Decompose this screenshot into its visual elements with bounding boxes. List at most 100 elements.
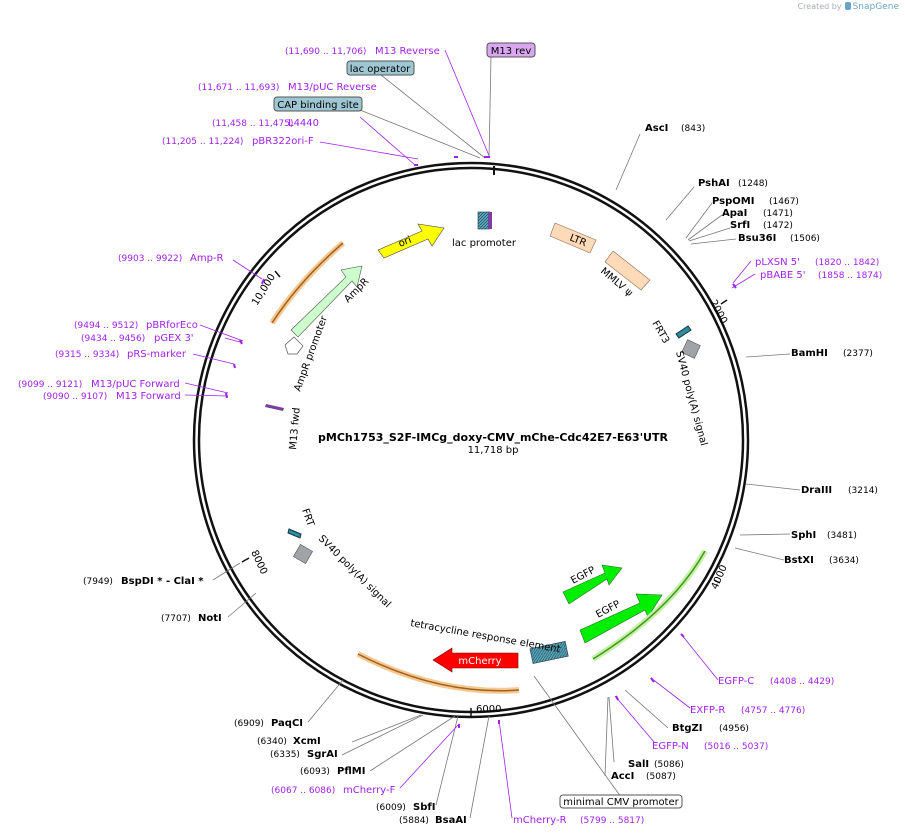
site-sphI: SphI	[791, 530, 816, 541]
svg-text:(7707): (7707)	[161, 614, 191, 624]
site-bsu36I: Bsu36I	[738, 233, 776, 244]
ori-feature	[377, 223, 445, 259]
site-bamHI: BamHI	[791, 348, 828, 359]
mcherry-feature	[432, 647, 519, 673]
svg-text:(5884): (5884)	[399, 816, 429, 826]
m13-fwd-label: M13 fwd	[288, 407, 303, 450]
sv40-polya-right-label: SV40 poly(A) signal	[673, 350, 709, 447]
svg-text:(1820 .. 1842): (1820 .. 1842)	[815, 258, 879, 268]
svg-text:(1471): (1471)	[763, 209, 793, 219]
primer-pbabe-5: pBABE 5'	[760, 270, 806, 281]
svg-text:(7949): (7949)	[83, 577, 113, 587]
primer-labels: M13 Reverse(11,690 .. 11,706) M13/pUC Re…	[18, 46, 882, 826]
svg-text:(11,458 .. 11,475): (11,458 .. 11,475)	[212, 119, 293, 129]
site-ascI: AscI	[645, 123, 668, 134]
svg-text:(11,671 .. 11,693): (11,671 .. 11,693)	[198, 83, 279, 93]
svg-text:(4757 .. 4776): (4757 .. 4776)	[741, 706, 805, 716]
svg-text:6000: 6000	[476, 704, 501, 715]
svg-text:(1472): (1472)	[763, 221, 793, 231]
backbone-outer	[192, 161, 750, 719]
primer-leaders	[184, 49, 756, 819]
svg-text:(6093): (6093)	[300, 767, 330, 777]
svg-text:lac operator: lac operator	[350, 64, 411, 75]
mcherry-label: mCherry	[458, 656, 501, 667]
svg-text:CAP binding site: CAP binding site	[277, 100, 359, 111]
site-apaI: ApaI	[722, 208, 747, 219]
primer-marks	[225, 156, 737, 728]
mmlv-psi-feature	[604, 250, 651, 291]
m13rev-mark	[488, 212, 492, 229]
primer-pgex-3: pGEX 3'	[154, 333, 194, 344]
primer-prs-marker: pRS-marker	[127, 349, 187, 360]
minimal-cmv-promoter-box: minimal CMV promoter	[559, 794, 683, 809]
ltr-feature	[549, 222, 597, 254]
svg-text:(9090 .. 9107): (9090 .. 9107)	[43, 392, 107, 402]
svg-text:(5016 .. 5037): (5016 .. 5037)	[704, 742, 768, 752]
site-bspDI-claI: BspDI * - ClaI *	[121, 576, 204, 587]
primer-m13puc-forward: M13/pUC Forward	[91, 379, 180, 390]
cap-binding-site-box: CAP binding site	[273, 96, 363, 112]
credit-text: Created by	[797, 2, 842, 11]
svg-text:(5799 .. 5817): (5799 .. 5817)	[580, 816, 644, 826]
site-notI: NotI	[198, 613, 222, 624]
svg-text:(1506): (1506)	[790, 234, 820, 244]
ori-label: ori	[397, 235, 413, 250]
ampr-promoter-feature	[284, 336, 304, 355]
plasmid-name: pMCh1753_S2F-IMCg_doxy-CMV_mChe-Cdc42E7-…	[318, 431, 668, 444]
site-bstXI: BstXI	[784, 555, 814, 566]
svg-text:(1858 .. 1874): (1858 .. 1874)	[818, 271, 882, 281]
tick-4000: 4000	[710, 563, 730, 591]
tick-8000: 8000	[241, 549, 269, 577]
right-site-labels: AscI(843) PshAI(1248) PspOMI(1467) ApaI(…	[611, 123, 878, 782]
ampr-feature	[290, 265, 363, 338]
site-pflMI: PflMI	[337, 766, 365, 777]
svg-text:M13 rev: M13 rev	[491, 46, 532, 57]
primer-egfp-n: EGFP-N	[652, 741, 689, 752]
sv40-polya-right-feature	[681, 339, 701, 359]
right-site-leaders	[604, 133, 801, 777]
svg-text:(3481): (3481)	[827, 531, 857, 541]
frt-label: FRT	[299, 507, 316, 529]
site-paqCI: PaqCI	[271, 718, 303, 729]
svg-text:4000: 4000	[710, 563, 730, 591]
left-site-labels: BspDI * - ClaI * (7949) NotI (7707) PaqCI (…	[83, 576, 467, 826]
svg-text:(9099 .. 9121): (9099 .. 9121)	[18, 380, 82, 390]
svg-text:(3214): (3214)	[848, 486, 878, 496]
svg-text:(1248): (1248)	[738, 179, 768, 189]
svg-text:(6067 .. 6086): (6067 .. 6086)	[271, 786, 335, 796]
svg-text:(6340): (6340)	[257, 737, 287, 747]
tre-feature	[529, 641, 569, 664]
site-pshAI: PshAI	[698, 178, 730, 189]
frt3-feature	[675, 325, 692, 339]
svg-text:(11,205 .. 11,224): (11,205 .. 11,224)	[162, 137, 243, 147]
svg-text:8000: 8000	[248, 549, 269, 577]
orf-arc-left	[269, 240, 345, 325]
site-salI: SalI	[628, 759, 649, 770]
svg-text:(9494 .. 9512): (9494 .. 9512)	[74, 321, 138, 331]
orf-arc-right-line	[592, 550, 706, 660]
svg-text:(5086): (5086)	[654, 760, 684, 770]
svg-text:(5087): (5087)	[646, 772, 676, 782]
site-srfI: SrfI	[730, 220, 750, 231]
svg-text:(3634): (3634)	[829, 556, 859, 566]
site-xcmI: XcmI	[293, 736, 321, 747]
svg-text:(9903 .. 9922): (9903 .. 9922)	[118, 254, 182, 264]
primer-amp-r: Amp-R	[190, 253, 224, 264]
tre-label: tetracycline response element	[409, 618, 561, 655]
svg-text:(9434 .. 9456): (9434 .. 9456)	[81, 334, 145, 344]
egfp-feature-2	[579, 593, 663, 644]
box-leaders	[359, 56, 622, 798]
primer-l4440: L4440	[288, 118, 319, 129]
primer-pbrforeco: pBRforEco	[146, 320, 198, 331]
svg-text:(843): (843)	[681, 124, 705, 134]
lac-operator-box: lac operator	[346, 60, 415, 76]
frt-feature	[287, 528, 302, 539]
svg-text:(11,690 .. 11,706): (11,690 .. 11,706)	[285, 47, 366, 57]
svg-text:(6009): (6009)	[376, 803, 406, 813]
primer-m13-forward: M13 Forward	[116, 391, 181, 402]
lac-promoter-label: lac promoter	[452, 238, 517, 249]
svg-text:(6335): (6335)	[270, 750, 300, 760]
site-pspOMI: PspOMI	[712, 196, 754, 207]
